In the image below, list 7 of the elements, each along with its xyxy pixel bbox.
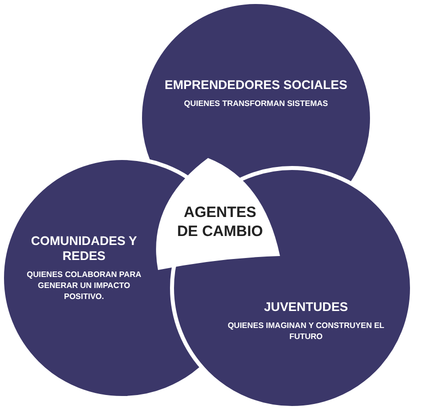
circle-description: QUIENES TRANSFORMAN SISTEMAS — [182, 98, 329, 109]
circle-description: QUIENES IMAGINAN Y CONSTRUYEN EL FUTURO — [226, 320, 386, 342]
center-label: AGENTES DE CAMBIO — [176, 203, 264, 241]
circle-heading: EMPRENDEDORES SOCIALES — [164, 78, 348, 93]
circle-description: QUIENES COLABORAN PARA GENERAR UN IMPACTO POSITIVO. — [26, 269, 142, 302]
circle-heading: JUVENTUDES — [262, 300, 350, 315]
circle-heading: COMUNIDADES Y REDES — [30, 234, 138, 264]
